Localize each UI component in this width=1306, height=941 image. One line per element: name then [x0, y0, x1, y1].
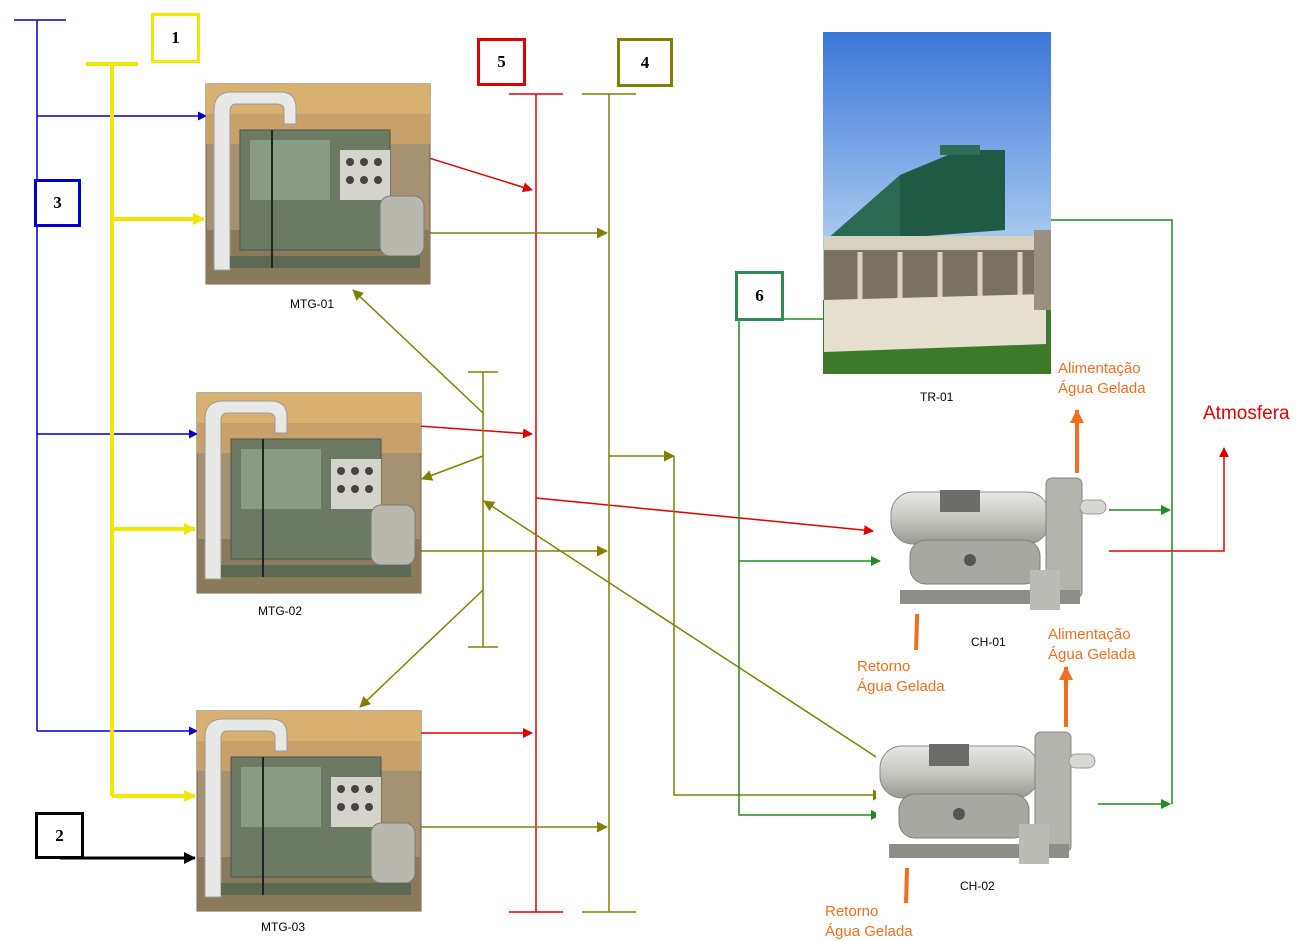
box-2-label: 2 [55, 826, 64, 846]
alimentacao-label-2: Alimentação Água Gelada [1048, 625, 1136, 665]
alimentacao-label-2-line1: Alimentação [1048, 625, 1136, 645]
box-1: 1 [151, 13, 200, 63]
cooling-tower-image [823, 32, 1051, 374]
mtg02-label: MTG-02 [258, 604, 302, 618]
generator-mtg02-image [197, 393, 421, 593]
hot-water-header [353, 94, 890, 912]
gas-bus [86, 64, 204, 796]
chiller-ch02-image [876, 728, 1098, 868]
mtg01-label: MTG-01 [290, 297, 334, 311]
box-1-label: 1 [171, 28, 180, 48]
atmosfera-label: Atmosfera [1203, 403, 1290, 425]
alimentacao-label-1: Alimentação Água Gelada [1058, 359, 1146, 399]
chiller-ch01-image [887, 474, 1109, 614]
retorno-label-2-line1: Retorno [825, 902, 913, 922]
tr01-label: TR-01 [920, 390, 953, 404]
ch01-label: CH-01 [971, 635, 1006, 649]
ch02-label: CH-02 [960, 879, 995, 893]
alimentacao-label-2-line2: Água Gelada [1048, 645, 1136, 665]
retorno-label-2-line2: Água Gelada [825, 922, 913, 941]
box-6: 6 [735, 271, 784, 321]
box-3: 3 [34, 179, 81, 227]
alimentacao-label-1-line1: Alimentação [1058, 359, 1146, 379]
generator-mtg01-image [206, 84, 430, 284]
alimentacao-label-1-line2: Água Gelada [1058, 379, 1146, 399]
retorno-label-1: Retorno Água Gelada [857, 657, 945, 697]
box-5: 5 [477, 38, 526, 86]
retorno-label-1-line2: Água Gelada [857, 677, 945, 697]
box-2: 2 [35, 812, 84, 859]
mtg03-label: MTG-03 [261, 920, 305, 934]
retorno-label-2: Retorno Água Gelada [825, 902, 913, 941]
box-3-label: 3 [53, 193, 62, 213]
retorno-label-1-line1: Retorno [857, 657, 945, 677]
box-4: 4 [617, 38, 673, 87]
box-5-label: 5 [497, 52, 506, 72]
box-4-label: 4 [641, 53, 650, 73]
box-6-label: 6 [755, 286, 764, 306]
generator-mtg03-image [197, 711, 421, 911]
